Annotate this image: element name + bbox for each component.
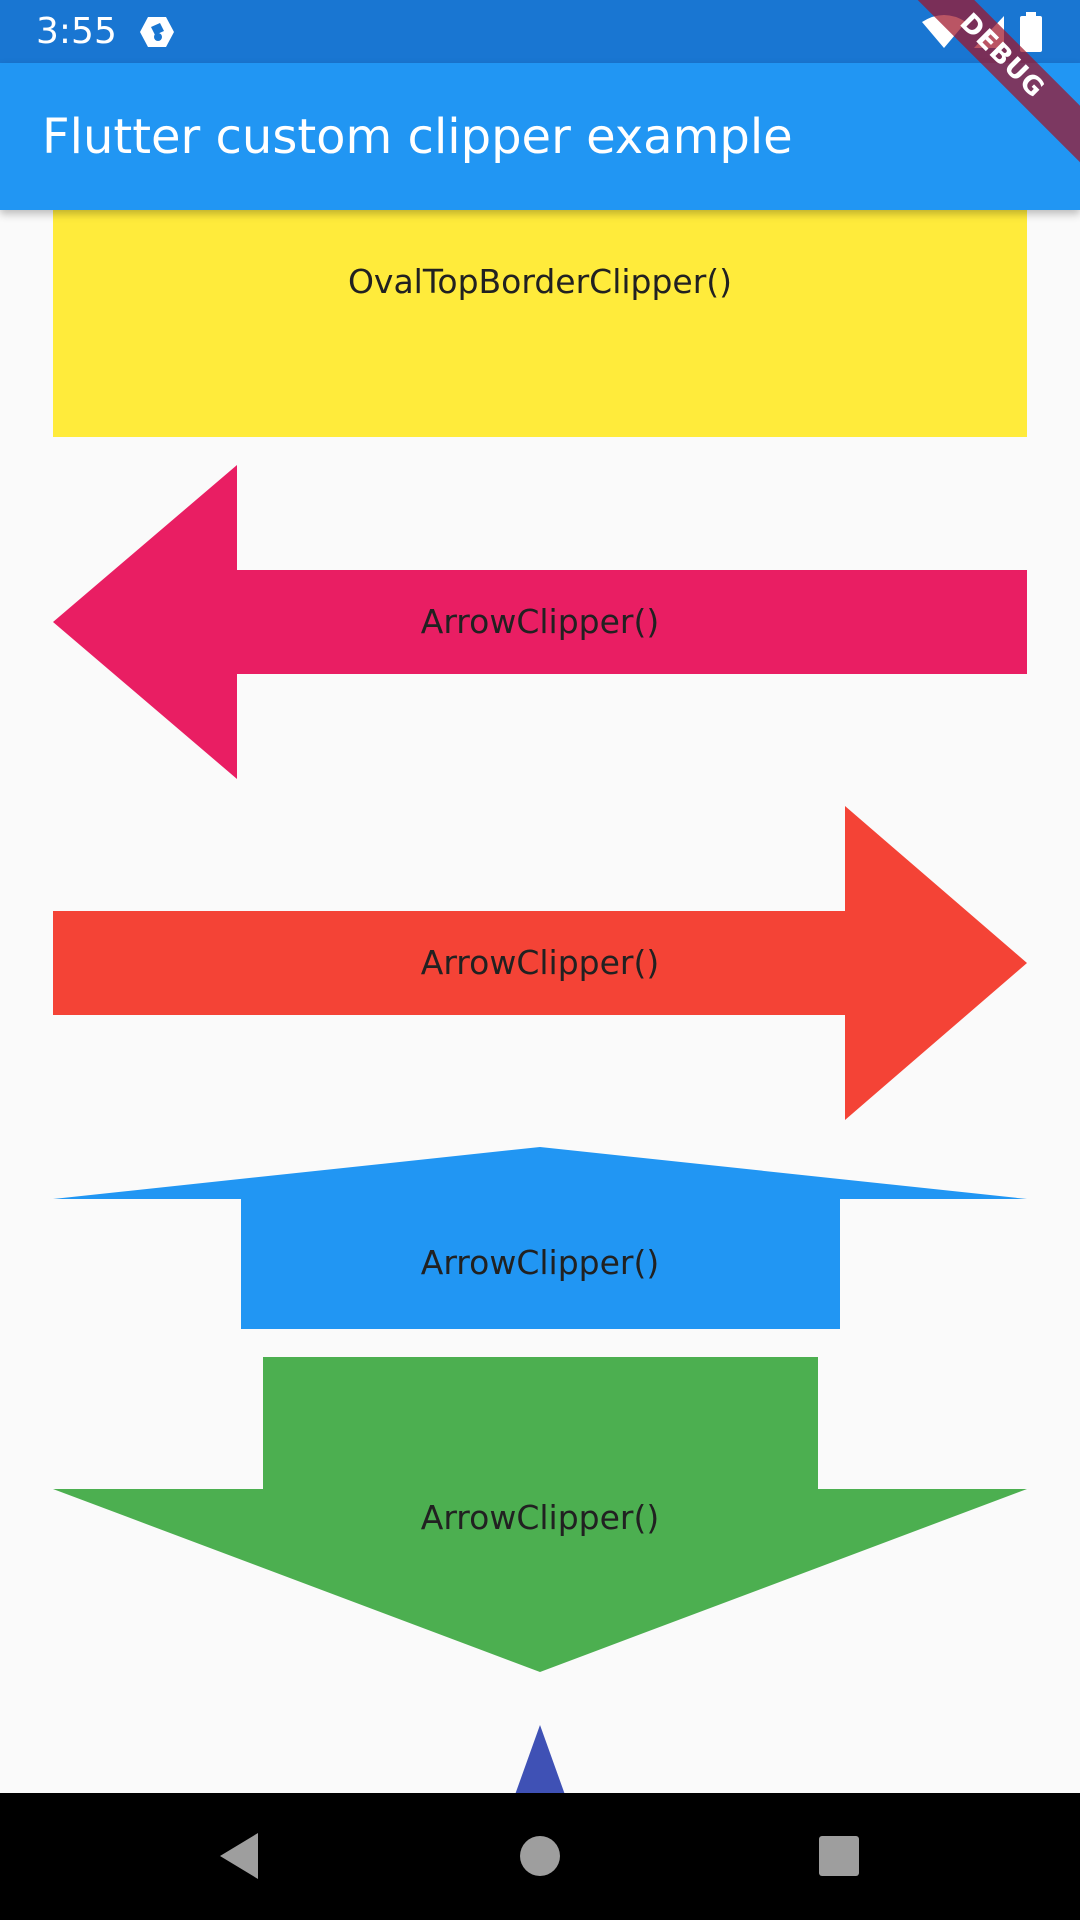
right-arrow-shape <box>53 806 1027 1120</box>
up-arrow-clipper-item: ArrowClipper() <box>53 1147 1027 1329</box>
clip-label-4: ArrowClipper() <box>420 1498 660 1537</box>
clip-shape-2 <box>53 806 1027 1120</box>
app-bar: Flutter custom clipper example <box>0 63 1080 210</box>
wifi-icon <box>922 15 966 48</box>
clip-label-2: ArrowClipper() <box>420 943 660 982</box>
clip-shape-1 <box>53 465 1027 779</box>
left-arrow-shape <box>53 465 1027 779</box>
flutter-app-icon <box>140 17 174 47</box>
down-arrow-shape <box>53 1357 1027 1672</box>
app-bar-title: Flutter custom clipper example <box>42 109 793 165</box>
signal-icon <box>974 16 1004 48</box>
right-arrow-clipper-item: ArrowClipper() <box>53 806 1027 1120</box>
clip-shape-4 <box>53 1357 1027 1672</box>
triangle-clipper-item <box>53 1725 1027 1793</box>
up-arrow-shape <box>53 1147 1027 1329</box>
triangle-shape <box>515 1725 565 1793</box>
clip-shape-5 <box>515 1725 565 1793</box>
down-arrow-clipper-item: ArrowClipper() <box>53 1357 1027 1672</box>
status-time: 3:55 <box>36 11 117 52</box>
battery-icon <box>1020 12 1042 52</box>
back-icon[interactable] <box>206 1823 272 1889</box>
clip-label-1: ArrowClipper() <box>420 602 660 641</box>
oval-top-border-clipper-item: OvalTopBorderClipper() <box>53 210 1027 437</box>
clip-shape-3 <box>53 1147 1027 1329</box>
clipper-list[interactable]: OvalTopBorderClipper() ArrowClipper() Ar… <box>0 210 1080 1793</box>
left-arrow-clipper-item: ArrowClipper() <box>53 465 1027 779</box>
clip-shape-0 <box>53 210 1027 437</box>
clip-label-3: ArrowClipper() <box>420 1243 660 1282</box>
home-icon[interactable] <box>507 1823 573 1889</box>
clip-label-0: OvalTopBorderClipper() <box>347 262 733 301</box>
navigation-bar <box>0 1793 1080 1920</box>
recents-icon[interactable] <box>806 1823 872 1889</box>
status-bar: 3:55 <box>0 0 1080 63</box>
oval-top-border-shape <box>53 210 1027 437</box>
